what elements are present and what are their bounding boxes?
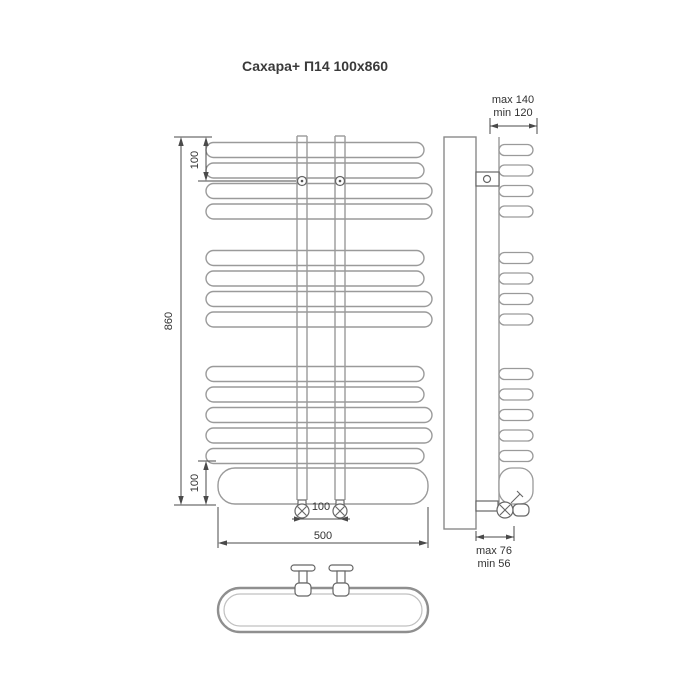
radiator-bar xyxy=(205,427,433,444)
radiator-bar xyxy=(205,203,433,220)
bottom-collector xyxy=(217,467,429,505)
dimensions-front: 860 100 100 100 500 xyxy=(163,136,429,548)
dim-width-label: 500 xyxy=(314,530,332,542)
dim-height-label: 860 xyxy=(163,312,175,330)
vertical-collectors xyxy=(296,135,346,500)
bottom-fitting xyxy=(290,564,316,597)
radiator-bar xyxy=(205,270,425,287)
dim-valve-clearance-max: max 76 xyxy=(476,545,512,557)
radiator-bar xyxy=(205,249,425,267)
wall-bracket xyxy=(475,171,500,187)
radiator-bar xyxy=(205,386,425,403)
radiator-bar xyxy=(205,447,425,465)
radiator-bar xyxy=(205,162,425,179)
side-valve xyxy=(475,490,530,519)
bottom-fitting xyxy=(328,564,354,597)
radiator-bar xyxy=(205,311,433,328)
radiator-bar xyxy=(205,406,433,424)
radiator-bar xyxy=(205,141,425,159)
dim-top-offset-label: 100 xyxy=(189,151,201,169)
bottom-view-outline xyxy=(216,586,430,634)
bottom-view xyxy=(216,564,430,634)
dim-bottom-offset-label: 100 xyxy=(189,474,201,492)
side-panel xyxy=(443,136,477,530)
side-bar-ends xyxy=(498,143,534,505)
radiator-bar xyxy=(205,290,433,308)
bottom-valves xyxy=(294,499,348,519)
dim-wall-clearance-min: min 120 xyxy=(493,107,532,119)
radiator-bar xyxy=(205,182,433,200)
dim-valve-clearance-min: min 56 xyxy=(477,558,510,570)
front-view xyxy=(205,135,433,519)
drawing-title: Сахара+ П14 100x860 xyxy=(242,58,388,74)
dim-wall-clearance-max: max 140 xyxy=(492,94,534,106)
dim-connection-spacing-label: 100 xyxy=(312,501,330,513)
dimensions-side: max 140 min 120 max 76 min 56 xyxy=(475,94,538,570)
side-view xyxy=(443,136,534,530)
radiator-bar xyxy=(205,365,425,383)
mounting-points xyxy=(296,175,346,187)
